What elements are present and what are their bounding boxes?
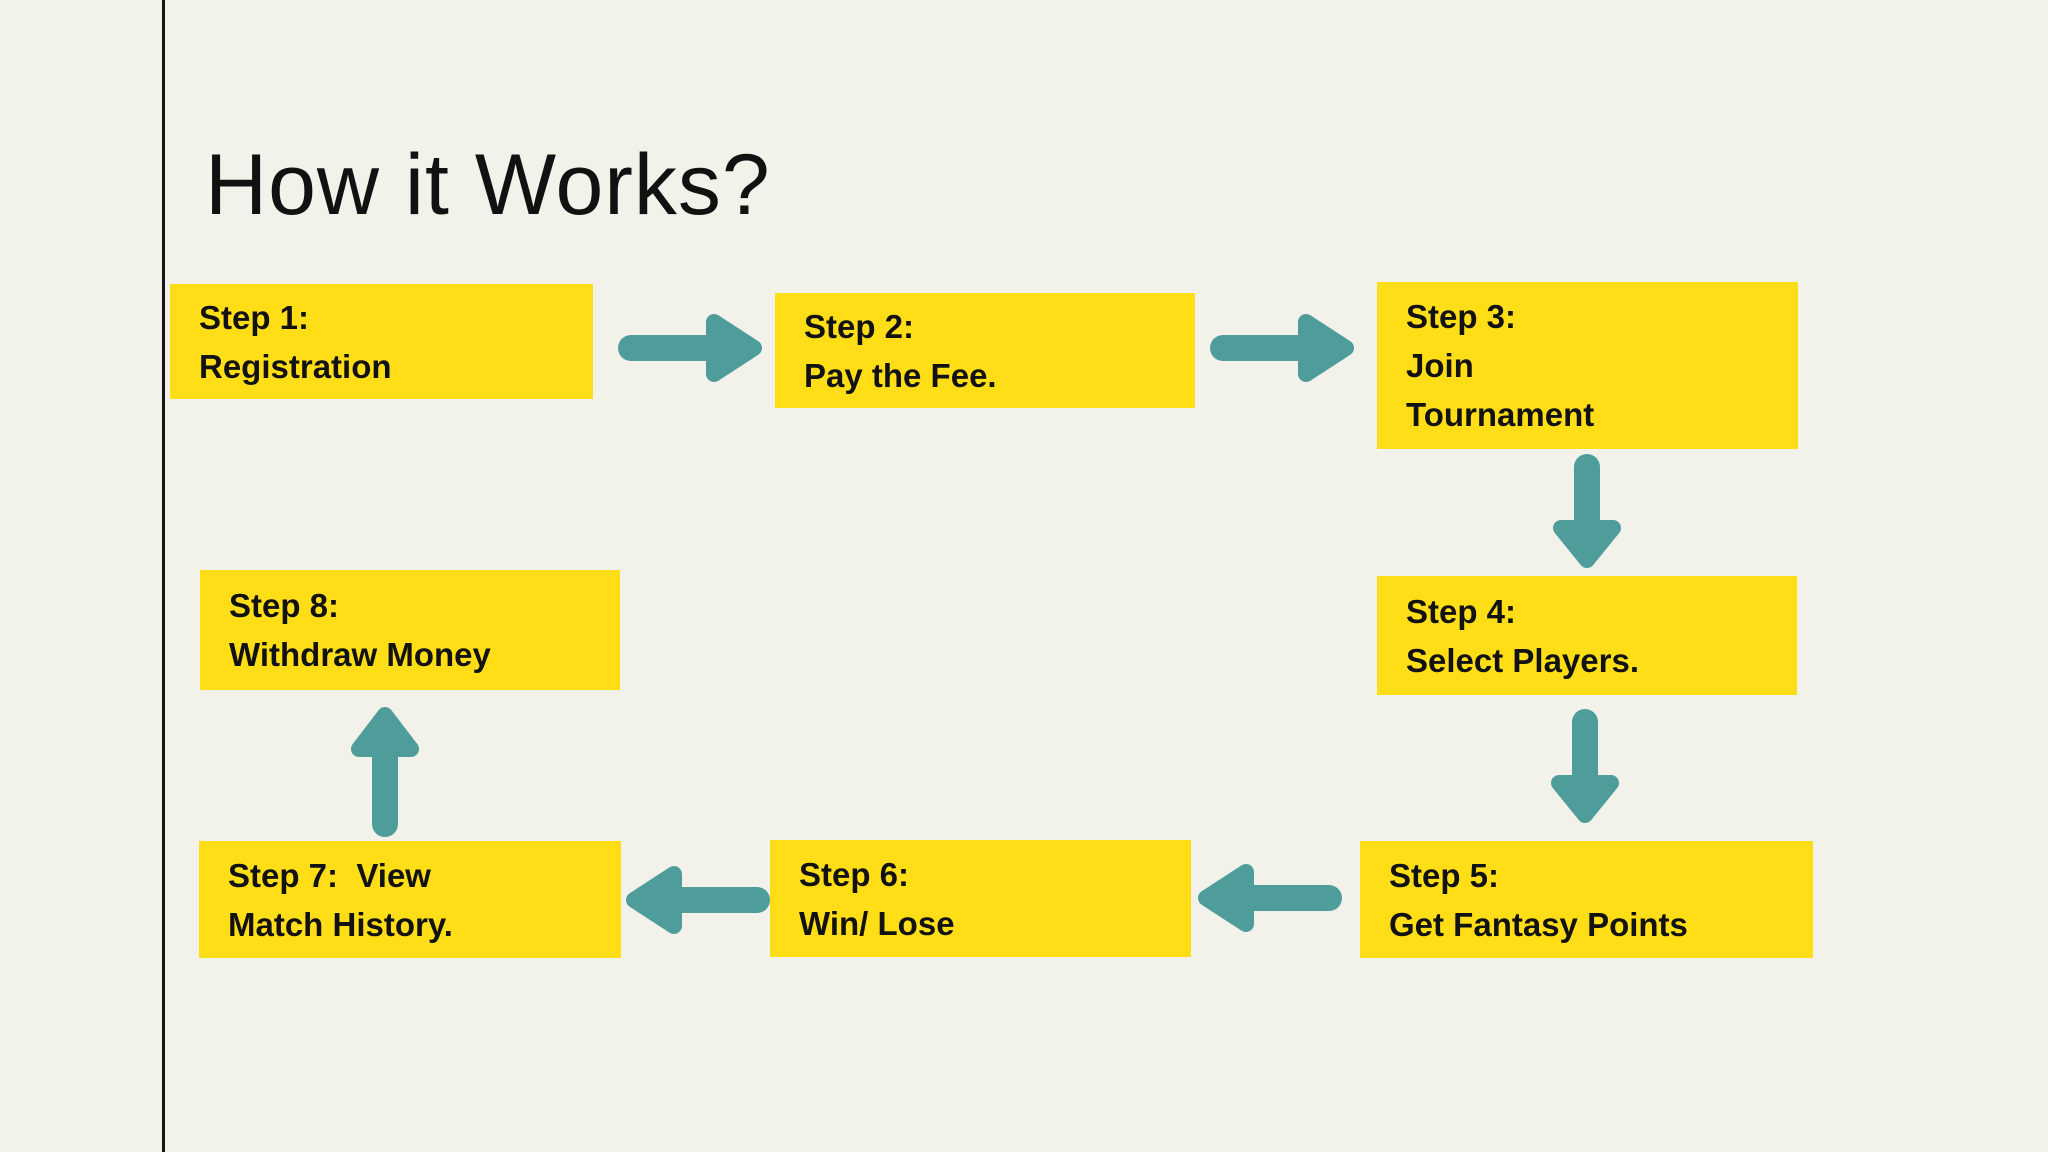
step-1-box: Step 1: Registration bbox=[170, 284, 593, 399]
left-margin-line bbox=[162, 0, 165, 1152]
step-6-line-1: Step 6: bbox=[799, 855, 910, 893]
step-5-line-2: Get Fantasy Points bbox=[1389, 905, 1688, 943]
step-8-box: Step 8: Withdraw Money bbox=[200, 570, 620, 690]
step-8-line-1: Step 8: bbox=[229, 587, 340, 624]
step-4-box: Step 4: Select Players. bbox=[1377, 576, 1797, 695]
step-4-line-1: Step 4: bbox=[1406, 592, 1517, 630]
arrow-step7-to-step8-up-icon bbox=[345, 686, 425, 840]
step-5-line-1: Step 5: bbox=[1389, 856, 1500, 894]
step-1-line-1: Step 1: bbox=[199, 298, 310, 336]
step-2-box: Step 2: Pay the Fee. bbox=[775, 293, 1195, 408]
arrow-step6-to-step7-left-icon bbox=[618, 860, 773, 940]
step-2-line-1: Step 2: bbox=[804, 307, 915, 345]
step-8-line-2: Withdraw Money bbox=[229, 636, 491, 673]
arrow-step2-to-step3-right-icon bbox=[1207, 308, 1362, 388]
step-3-line-1: Step 3: bbox=[1406, 298, 1517, 335]
step-6-line-2: Win/ Lose bbox=[799, 904, 955, 942]
step-6-box: Step 6: Win/ Lose bbox=[770, 840, 1191, 957]
step-3-line-3: Tournament bbox=[1406, 396, 1595, 433]
step-7-line-2: Match History. bbox=[228, 905, 453, 943]
arrow-step4-to-step5-down-icon bbox=[1545, 706, 1625, 830]
step-4-line-2: Select Players. bbox=[1406, 641, 1639, 679]
step-7-line-1: Step 7: View bbox=[228, 856, 431, 894]
step-3-line-2: Join bbox=[1406, 347, 1474, 384]
page-title: How it Works? bbox=[205, 136, 771, 233]
step-1-line-2: Registration bbox=[199, 347, 392, 385]
step-2-line-2: Pay the Fee. bbox=[804, 356, 997, 394]
step-7-box: Step 7: View Match History. bbox=[199, 841, 621, 958]
step-5-box: Step 5: Get Fantasy Points bbox=[1360, 841, 1813, 958]
arrow-step5-to-step6-left-icon bbox=[1190, 858, 1345, 938]
step-3-box: Step 3: Join Tournament bbox=[1377, 282, 1798, 449]
arrow-step1-to-step2-right-icon bbox=[615, 308, 770, 388]
arrow-step3-to-step4-down-icon bbox=[1547, 451, 1627, 575]
